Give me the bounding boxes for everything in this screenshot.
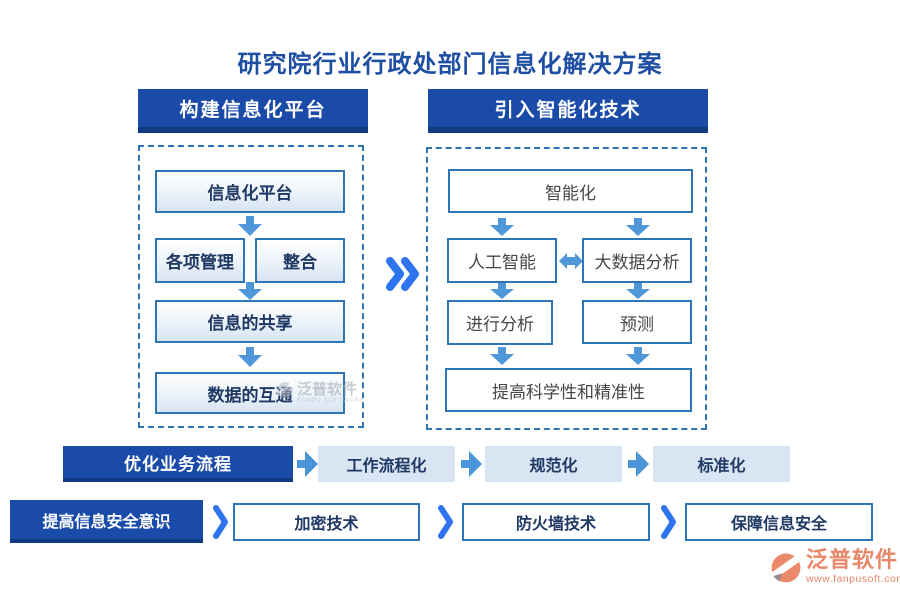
down-arrow-icon xyxy=(490,218,514,236)
security-lead: 提高信息安全意识 xyxy=(10,500,203,543)
down-arrow-icon xyxy=(490,283,514,299)
chevron-icon xyxy=(660,504,678,540)
down-arrow-icon xyxy=(238,347,262,367)
node-prediction: 预测 xyxy=(582,300,692,344)
watermark-subtitle: FANPU SOFTWARE xyxy=(297,396,365,404)
node-management: 各项管理 xyxy=(155,238,245,283)
node-interconnection: 数据的互通 xyxy=(155,372,345,414)
chevron-icon xyxy=(212,504,230,540)
fanpu-logo-icon xyxy=(273,380,297,404)
brand-url: www.fanpusoft.com xyxy=(806,573,900,585)
down-arrow-icon xyxy=(238,216,262,236)
node-outcome: 提高科学性和精准性 xyxy=(445,368,692,412)
process-step: 标准化 xyxy=(653,446,790,482)
right-panel-header: 引入智能化技术 xyxy=(428,89,708,133)
node-intelligence: 智能化 xyxy=(448,169,693,213)
node-platform: 信息化平台 xyxy=(155,170,345,213)
watermark: 泛普软件 FANPU SOFTWARE xyxy=(273,380,365,404)
fast-forward-icon xyxy=(385,256,419,292)
right-arrow-icon xyxy=(628,451,649,477)
down-arrow-icon xyxy=(626,347,650,365)
brand-name: 泛普软件 xyxy=(806,547,899,572)
node-integration: 整合 xyxy=(255,238,345,283)
down-arrow-icon xyxy=(238,282,262,300)
down-arrow-icon xyxy=(490,347,514,365)
left-panel-header: 构建信息化平台 xyxy=(138,89,368,133)
security-step: 防火墙技术 xyxy=(462,503,650,541)
chevron-icon xyxy=(437,504,455,540)
node-analysis: 进行分析 xyxy=(447,300,553,345)
process-lead: 优化业务流程 xyxy=(63,446,293,482)
security-step: 保障信息安全 xyxy=(685,503,873,541)
down-arrow-icon xyxy=(626,218,650,236)
right-arrow-icon xyxy=(461,451,482,477)
page-title: 研究院行业行政处部门信息化解决方案 xyxy=(237,52,663,78)
double-arrow-icon xyxy=(559,252,583,270)
down-arrow-icon xyxy=(626,283,650,299)
security-step: 加密技术 xyxy=(233,503,420,541)
node-bigdata: 大数据分析 xyxy=(582,238,692,283)
node-ai: 人工智能 xyxy=(447,238,557,283)
process-step: 工作流程化 xyxy=(318,446,455,482)
fanpu-logo-icon xyxy=(762,548,809,591)
right-panel-container xyxy=(426,147,707,430)
node-sharing: 信息的共享 xyxy=(155,300,345,343)
process-step: 规范化 xyxy=(485,446,622,482)
watermark-name: 泛普软件 xyxy=(297,380,358,398)
left-panel-container xyxy=(138,145,364,428)
right-arrow-icon xyxy=(297,451,318,477)
fanpu-brand: 泛普软件 www.fanpusoft.com xyxy=(762,547,900,591)
